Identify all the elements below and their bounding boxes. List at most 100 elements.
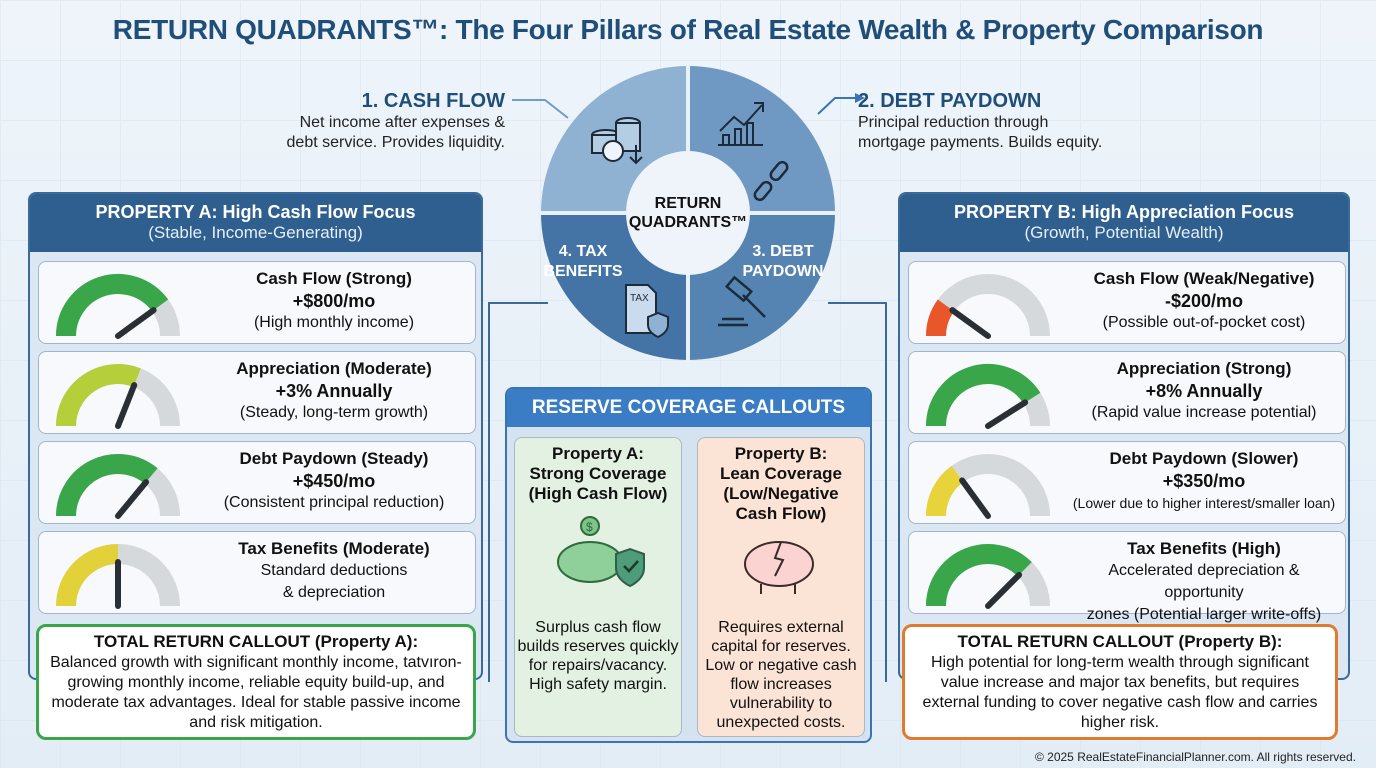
property-b-subtitle: (Growth, Potential Wealth) xyxy=(1024,223,1224,242)
footer-copyright: © 2025 RealEstateFinancialPlanner.com. A… xyxy=(1034,750,1356,764)
gauge-fill xyxy=(56,274,169,337)
gauge-fill xyxy=(926,364,1041,427)
metric-card: Debt Paydown (Steady) +$450/mo (Consistent… xyxy=(38,441,476,524)
metric-label: Tax Benefits (High) xyxy=(1127,539,1281,558)
reserve-heading: (High Cash Flow) xyxy=(528,484,668,503)
reserve-coverage-callouts: RESERVE COVERAGE CALLOUTS Property A: St… xyxy=(505,387,872,743)
metric-card: Tax Benefits (Moderate) Standard deductio… xyxy=(38,531,476,614)
property-a-subtitle: (Stable, Income-Generating) xyxy=(148,223,363,242)
quadrant-label: 3. DEBT xyxy=(752,243,814,260)
pillar-debt-paydown: 2. DEBT PAYDOWN Principal reduction thro… xyxy=(858,90,1138,153)
metric-value: +$450/mo xyxy=(292,471,376,491)
metric-label: Cash Flow (Strong) xyxy=(256,269,412,288)
reserve-heading: Strong Coverage xyxy=(529,464,667,483)
metric-desc: (High monthly income) xyxy=(253,314,415,331)
metric-label: Appreciation (Strong) xyxy=(1116,359,1292,378)
wheel-center-text: RETURN xyxy=(655,195,722,212)
metric-desc: (Consistent principal reduction) xyxy=(223,494,445,511)
metric-card: Tax Benefits (High) Accelerated depreciat… xyxy=(908,531,1346,623)
metric-desc: (Possible out-of-pocket cost) xyxy=(1102,314,1306,331)
metric-desc: zones (Potential larger write-offs) xyxy=(1086,606,1322,623)
callout-title: TOTAL RETURN CALLOUT (Property A): xyxy=(93,632,419,651)
reserve-text: Surplus cash flow builds reserves quickl… xyxy=(517,619,679,693)
metric-value: +$800/mo xyxy=(292,291,376,311)
metric-card: Appreciation (Moderate)+3% Annually(Stea… xyxy=(38,351,476,434)
svg-text:$: $ xyxy=(586,520,593,534)
quadrant-label: PAYDOWN xyxy=(743,263,824,280)
gauge-needle xyxy=(115,479,150,519)
arrow-icon xyxy=(512,99,569,119)
broken-chain-icon xyxy=(753,160,789,202)
pillar-cash-flow: 1. CASH FLOW Net income after expenses &… xyxy=(260,90,505,153)
metric-label: Cash Flow (Weak/Negative) xyxy=(1093,269,1315,288)
metric-label: Tax Benefits (Moderate) xyxy=(238,539,430,558)
quadrant-label: 4. TAX xyxy=(559,243,608,260)
gauge-icon xyxy=(926,454,1050,519)
gauge-icon xyxy=(56,364,180,429)
metric-card: Cash Flow (Weak/Negative) -$200/mo (Possib… xyxy=(908,261,1346,344)
metric-value: +$350/mo xyxy=(1162,471,1246,491)
metric-value: Accelerated depreciation & opportunity xyxy=(1108,562,1300,601)
gauge-fill xyxy=(926,544,1032,607)
metric-desc: & depreciation xyxy=(282,584,386,601)
gauge-needle xyxy=(949,307,991,339)
pillar-desc: mortgage payments. Builds equity. xyxy=(858,134,1103,151)
metric-value: +3% Annually xyxy=(275,381,393,401)
metric-card: Cash Flow (Strong) +$800/mo (High monthly … xyxy=(38,261,476,344)
reserve-card-a: Property A: Strong Coverage (High Cash F… xyxy=(514,437,682,737)
reserve-heading: (Low/Negative xyxy=(723,484,839,503)
reserve-text: Requires external capital for reserves. … xyxy=(705,619,857,731)
callout-text: High potential for long-term wealth thro… xyxy=(922,654,1318,731)
gauge-icon xyxy=(926,274,1050,339)
gauge-needle xyxy=(115,307,157,339)
callout-text: Balanced growth with significant monthly… xyxy=(50,654,462,731)
reserve-card-b: Property B: Lean Coverage (Low/Negative … xyxy=(697,437,865,737)
arrows xyxy=(512,93,865,119)
tax-icon-label: TAX xyxy=(630,293,649,304)
metric-card: Debt Paydown (Slower) +$350/mo (Lower due … xyxy=(908,441,1346,524)
property-a-panel: PROPERTY A: High Cash Flow Focus(Stable,… xyxy=(28,192,483,680)
growth-chart-icon xyxy=(718,102,764,146)
metric-value: +8% Annually xyxy=(1145,381,1263,401)
gauge-fill xyxy=(56,364,141,427)
metric-desc: (Rapid value increase potential) xyxy=(1091,404,1317,421)
reserve-title: RESERVE COVERAGE CALLOUTS xyxy=(507,389,870,427)
reserve-heading: Cash Flow) xyxy=(735,504,827,523)
property-a-title: PROPERTY A: High Cash Flow Focus xyxy=(95,202,416,222)
gauge-icon xyxy=(926,364,1050,429)
gauge-needle xyxy=(959,477,991,519)
total-return-callout-a: TOTAL RETURN CALLOUT (Property A): Balan… xyxy=(36,624,476,740)
broken-piggy-bank-icon xyxy=(744,541,814,594)
gauge-fill xyxy=(926,299,955,337)
total-return-callout-b: TOTAL RETURN CALLOUT (Property B): High … xyxy=(902,624,1338,740)
gauge-needle xyxy=(115,382,138,429)
piggy-bank-shield-icon: $ xyxy=(557,516,645,588)
return-quadrants-wheel: TAX RETURN QUADRANTS™ 4. TAX BENEFITS 3.… xyxy=(538,63,838,363)
gauge-icon xyxy=(56,454,180,519)
gauge-icon xyxy=(926,544,1050,609)
pillar-desc: debt service. Provides liquidity. xyxy=(286,134,505,151)
pillar-desc: Net income after expenses & xyxy=(299,114,505,131)
quadrant-label: BENEFITS xyxy=(543,263,622,280)
reserve-heading: Property A: xyxy=(552,444,644,463)
pillar-title: 1. CASH FLOW xyxy=(361,90,505,112)
gavel-icon xyxy=(718,275,766,327)
metric-label: Debt Paydown (Steady) xyxy=(239,449,429,468)
pillar-desc: Principal reduction through xyxy=(858,114,1049,131)
metric-value: Standard deductions xyxy=(260,562,408,579)
metric-label: Debt Paydown (Slower) xyxy=(1109,449,1299,468)
property-b-title: PROPERTY B: High Appreciation Focus xyxy=(953,202,1295,222)
metric-label: Appreciation (Moderate) xyxy=(236,359,432,378)
wheel-center-text: QUADRANTS™ xyxy=(629,214,747,231)
metric-card: Appreciation (Strong) +8% Annually (Rapid … xyxy=(908,351,1346,434)
gauge-fill xyxy=(56,544,119,607)
gauge-needle xyxy=(985,571,1023,609)
gauge-icon xyxy=(56,544,180,609)
callout-title: TOTAL RETURN CALLOUT (Property B): xyxy=(957,632,1283,651)
reserve-heading: Property B: xyxy=(734,444,828,463)
gauge-needle xyxy=(985,399,1029,429)
gauge-icon xyxy=(56,274,180,339)
metric-value: -$200/mo xyxy=(1164,291,1244,311)
coins-icon xyxy=(591,117,643,165)
metric-desc: (Lower due to higher interest/smaller lo… xyxy=(1072,495,1336,511)
